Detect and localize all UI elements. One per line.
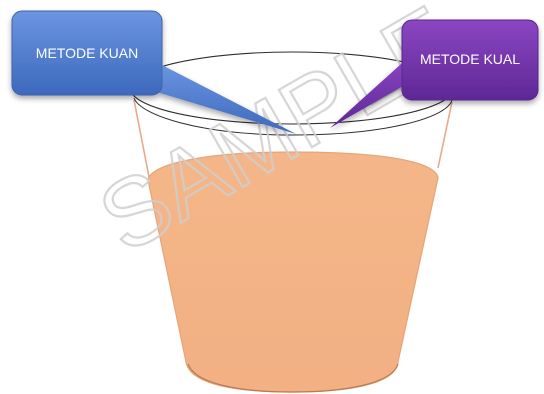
callout-kual-label: METODE KUAL: [420, 51, 520, 67]
callout-kuan-label: METODE KUAN: [36, 45, 138, 61]
callout-kual-box: [401, 19, 539, 101]
cup-bottom-edge: [187, 363, 399, 393]
callout-kual-pointer: [330, 56, 410, 128]
callout-metode-kual: METODE KUAL: [330, 19, 539, 128]
callout-kuan-box: [11, 10, 163, 96]
cup-upper-body: [133, 97, 453, 136]
callout-kuan-pointer: [150, 64, 296, 134]
cup-right-handle: [437, 101, 453, 169]
callout-metode-kuan: METODE KUAN: [11, 10, 296, 134]
cup-left-handle: [133, 99, 151, 183]
